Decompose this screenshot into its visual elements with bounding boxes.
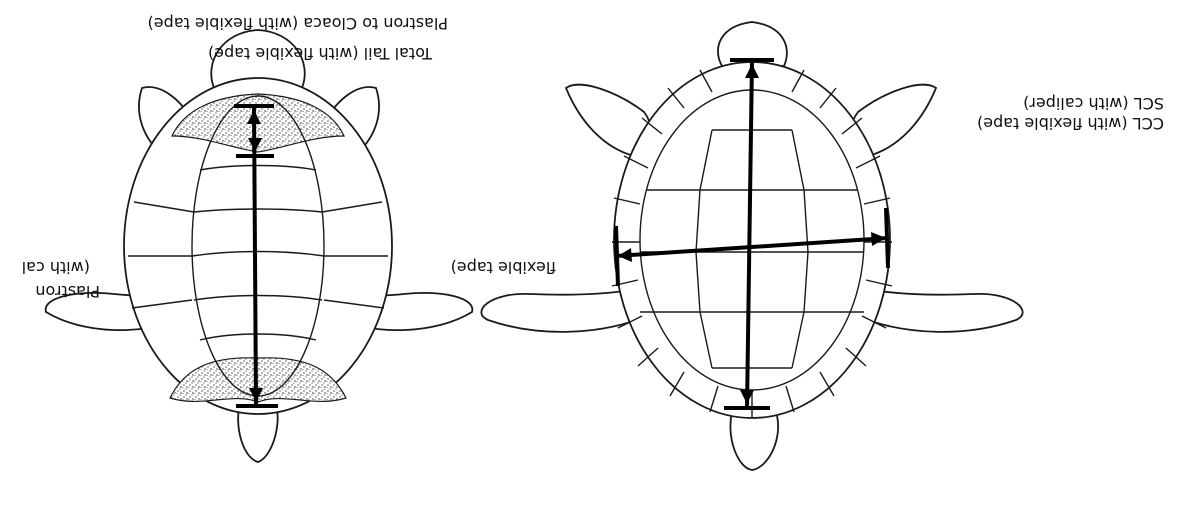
plastron-label: Plastron xyxy=(35,282,100,301)
ccw-right-cap xyxy=(616,226,618,286)
total-tail-label: Total Tail (with flexible tape) xyxy=(208,44,433,63)
tail xyxy=(730,412,778,470)
scl-label: SCL (with caliper) xyxy=(1023,94,1164,113)
with-cal-label: (with cal xyxy=(22,258,90,277)
plastron-cloaca-label: Plastron to Cloaca (with flexible tape) xyxy=(148,14,448,33)
carapace-turtle xyxy=(481,22,1022,470)
ccl-label: CCL (with flexible tape) xyxy=(977,114,1164,133)
flipped-figure: SCL (with caliper) CCL (with flexible ta… xyxy=(22,14,1164,470)
flexible-tape-label: flexible tape) xyxy=(451,258,556,277)
plastron-turtle xyxy=(46,30,473,462)
ccw-left-cap xyxy=(886,208,888,268)
